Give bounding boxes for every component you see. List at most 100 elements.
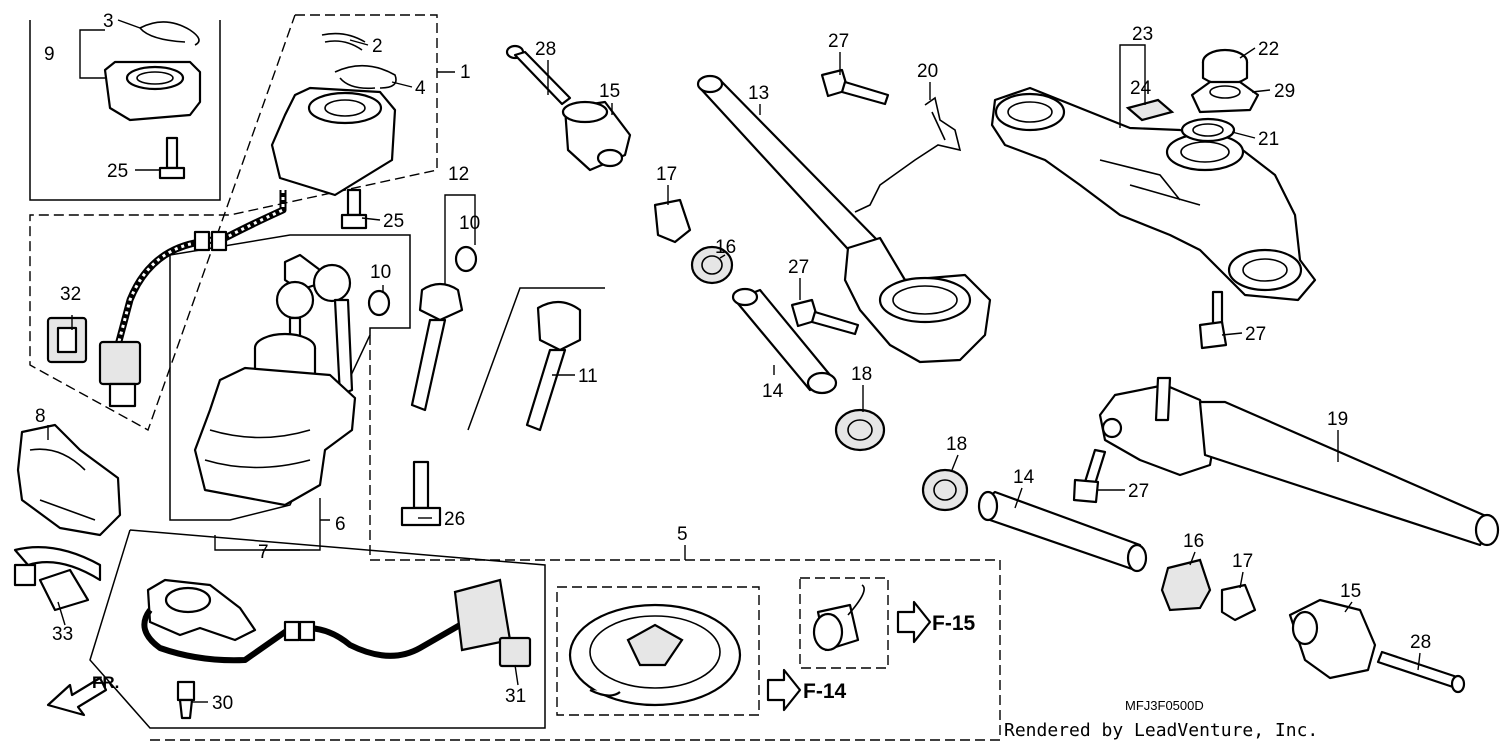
part-28-bolt-a [505,44,572,106]
callout-20: 20 [917,61,938,82]
callout-30: 30 [212,693,233,714]
part-4-clip [334,64,397,90]
part-23-top-bridge [990,86,1317,302]
part-14-collar-a [731,287,838,395]
callout-8: 8 [35,406,46,427]
part-8-cover [16,423,122,537]
part-6-keys [275,253,354,397]
ref-label-f15: F-15 [932,612,976,635]
f15-ref-arrow [896,600,932,644]
callout-13: 13 [748,83,769,104]
callout-labels: 3 9 25 2 4 1 25 32 12 10 10 11 26 6 7 5 … [35,11,1431,714]
part-2-washer [321,32,366,51]
callout-14-a: 14 [762,381,784,402]
part-18-weight-b [921,468,969,512]
part-19-handlebar-right [1098,376,1500,547]
part-7-sensor [146,578,257,642]
callout-9: 9 [44,44,55,65]
part-3-clip [139,21,200,46]
callout-10-a: 10 [370,262,391,283]
callout-4: 4 [415,78,426,99]
callout-26: 26 [444,509,465,530]
callout-17-b: 17 [1232,551,1253,572]
f14-ref-arrow [766,668,802,712]
part-5-fuel-cap [568,603,742,707]
part-32-connector [46,316,88,364]
callout-14-b: 14 [1013,467,1035,488]
front-direction-arrow: FR. [46,673,119,717]
part-28-bolt-b [1376,650,1466,694]
part-22-cap [1201,48,1249,87]
callout-5: 5 [677,524,688,545]
callout-25-b: 25 [383,211,404,232]
diagram-code: MFJ3F0500D [1125,698,1204,713]
callout-16-a: 16 [715,237,736,258]
callout-10-b: 10 [459,213,480,234]
callout-29: 29 [1274,81,1295,102]
part-15-end-weight-b [1288,598,1377,680]
part-12-key-blank [410,282,464,412]
callout-28-b: 28 [1410,632,1431,653]
callout-27-d: 27 [1128,481,1149,502]
part-16-rubber-b [1160,558,1212,612]
callout-27-b: 27 [788,257,809,278]
part-27-bolt-b [790,298,860,336]
callout-31: 31 [505,686,526,707]
part-27-bolt-a [820,68,890,106]
credit-text: Rendered by LeadVenture, Inc. [1004,720,1319,741]
callout-18-a: 18 [851,364,872,385]
callout-22: 22 [1258,39,1279,60]
part-20-bracket [854,96,962,213]
part-33-band [13,546,102,612]
part-11-key-blank [525,300,582,432]
part-1-wire-harness [98,190,287,408]
part-7-harness [141,578,512,664]
callout-33: 33 [52,624,73,645]
part-24-plate [1125,98,1175,122]
callout-25-a: 25 [107,161,128,182]
part-18-weight-a [834,408,886,452]
group-box-1 [29,14,438,432]
direction-label: FR. [92,673,119,692]
callout-2: 2 [372,36,383,57]
callout-17-a: 17 [656,164,677,185]
callout-15-b: 15 [1340,581,1361,602]
part-29-nut [1190,80,1260,114]
callout-32: 32 [60,284,81,305]
ref-label-f14: F-14 [803,680,847,703]
part-5-key-cylinder [812,584,865,652]
group-box-5 [150,335,1001,741]
part-30-bolt [176,680,196,720]
callout-16-b: 16 [1183,531,1204,552]
callout-1: 1 [460,62,471,83]
part-27-bolt-d [1072,448,1107,504]
callout-27-c: 27 [1245,324,1266,345]
callout-18-b: 18 [946,434,967,455]
part-21-washer [1180,117,1236,143]
callout-12: 12 [448,164,469,185]
part-27-bolt-c [1198,290,1228,350]
group-box-9 [29,20,221,201]
part-25-screw-a [158,136,186,180]
callout-6: 6 [335,514,346,535]
callout-19: 19 [1327,409,1348,430]
group-box-11 [467,287,605,431]
part-26-screw [400,460,442,527]
part-17-clip-a [653,198,692,244]
callout-7: 7 [258,542,269,563]
leader-lines [47,19,1421,703]
group-box-6 [169,234,411,521]
callout-23: 23 [1132,24,1153,45]
part-6-lock-body [193,332,357,507]
callout-11: 11 [578,366,598,387]
callout-15-a: 15 [599,81,620,102]
callout-24: 24 [1130,78,1152,99]
callout-3: 3 [103,11,114,32]
part-13-handlebar-left [696,74,992,364]
part-17-clip-b [1220,583,1257,622]
part-31-connector [498,636,532,668]
part-10-o-ring-b [454,245,478,273]
part-9-ring-holder [103,60,202,122]
part-25-screw-b [340,188,368,230]
